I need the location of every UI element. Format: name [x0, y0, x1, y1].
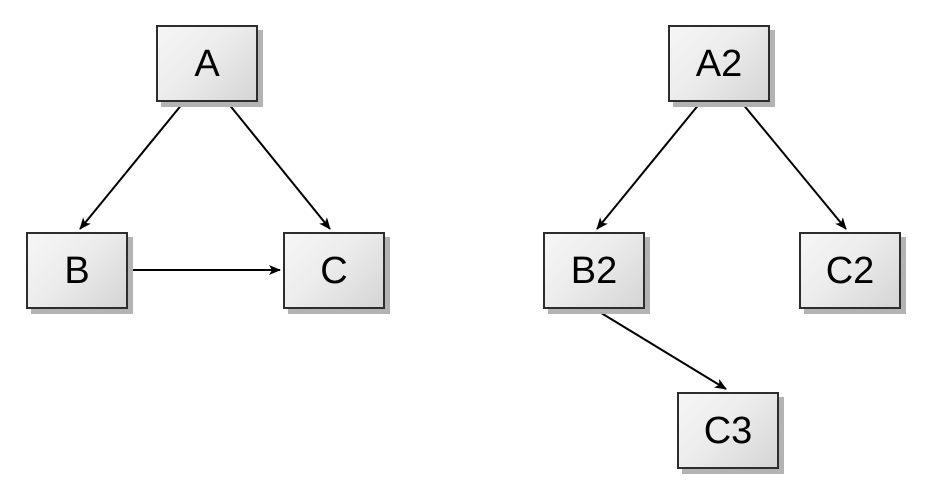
edge-A-to-C[interactable] — [227, 102, 331, 230]
node-B2-label: B2 — [570, 249, 618, 292]
node-A2[interactable]: A2 — [668, 25, 770, 102]
node-B-label: B — [64, 249, 90, 292]
node-C2-label: C2 — [825, 249, 875, 292]
node-B2[interactable]: B2 — [543, 232, 645, 309]
node-A-label: A — [194, 42, 220, 85]
node-A[interactable]: A — [156, 25, 258, 102]
node-C-label: C — [320, 249, 348, 292]
edge-A2-to-C2[interactable] — [741, 102, 847, 230]
node-A2-label: A2 — [695, 42, 743, 85]
node-C2[interactable]: C2 — [799, 232, 901, 309]
node-C[interactable]: C — [283, 232, 385, 309]
node-B[interactable]: B — [26, 232, 128, 309]
edge-A-to-B[interactable] — [79, 102, 184, 230]
edge-B2-to-C3[interactable] — [592, 307, 727, 390]
node-C3-label: C3 — [703, 409, 753, 452]
edge-A2-to-B2[interactable] — [596, 102, 701, 230]
node-C3[interactable]: C3 — [677, 392, 779, 469]
